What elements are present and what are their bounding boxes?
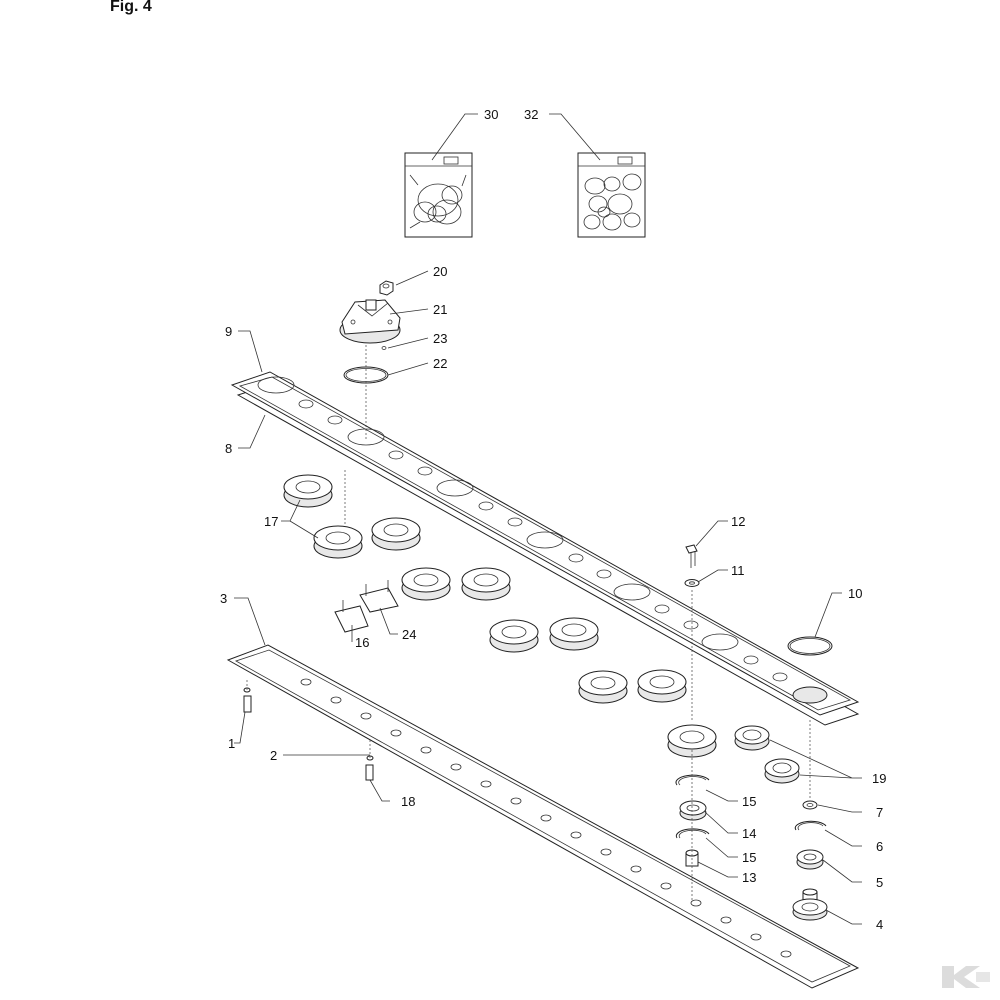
gear <box>461 567 511 601</box>
plug-18 <box>365 764 374 781</box>
gear <box>401 567 451 601</box>
callout-11: 11 <box>731 563 745 578</box>
callout-2: 2 <box>270 748 277 763</box>
callout-24: 24 <box>402 627 416 642</box>
pinion-4 <box>792 888 828 921</box>
gear <box>578 670 628 704</box>
nut-20 <box>379 280 394 296</box>
callout-21: 21 <box>433 302 447 317</box>
callout-15a: 15 <box>742 794 756 809</box>
callout-9: 9 <box>225 324 232 339</box>
bracket-16 <box>334 600 369 633</box>
gear-set-17 <box>283 474 717 758</box>
callout-1: 1 <box>228 736 235 751</box>
hub-21 <box>339 299 401 344</box>
washer-11 <box>684 579 700 587</box>
bearing-14 <box>679 800 707 821</box>
gear <box>371 517 421 551</box>
callout-14: 14 <box>742 826 756 841</box>
callout-5: 5 <box>876 875 883 890</box>
callout-20: 20 <box>433 264 447 279</box>
gear <box>313 525 363 559</box>
nut-7 <box>802 800 818 810</box>
callout-6: 6 <box>876 839 883 854</box>
circlip-15a <box>675 774 710 786</box>
gear <box>283 474 333 508</box>
bottom-plate-3 <box>226 644 860 989</box>
callout-labels: 1 2 3 4 5 6 7 8 9 10 11 12 13 14 15 15 1… <box>220 107 886 932</box>
callout-15b: 15 <box>742 850 756 865</box>
o-ring-23 <box>381 346 387 350</box>
leader-lines <box>234 113 862 925</box>
callout-4: 4 <box>876 917 883 932</box>
callout-12: 12 <box>731 514 745 529</box>
gear <box>667 724 717 758</box>
callout-3: 3 <box>220 591 227 606</box>
brand-watermark-icon <box>942 966 990 988</box>
bracket-24 <box>359 580 399 613</box>
gear <box>489 619 539 653</box>
seal-kit-bag-30 <box>404 152 473 238</box>
seal-ring-10 <box>787 636 833 656</box>
callout-22: 22 <box>433 356 447 371</box>
axis-lines <box>246 345 811 900</box>
callout-10: 10 <box>848 586 862 601</box>
callout-30: 30 <box>484 107 498 122</box>
gear <box>549 617 599 651</box>
callout-8: 8 <box>225 441 232 456</box>
callout-19: 19 <box>872 771 886 786</box>
plug-1 <box>243 687 252 713</box>
gear <box>637 669 687 703</box>
circlip-6 <box>794 820 827 831</box>
circlip-15b <box>675 828 710 839</box>
callout-23: 23 <box>433 331 447 346</box>
callout-16: 16 <box>355 635 369 650</box>
callout-17: 17 <box>264 514 278 529</box>
bearings-19 <box>734 725 800 784</box>
bearing-5 <box>796 849 824 870</box>
callout-18: 18 <box>401 794 415 809</box>
callout-7: 7 <box>876 805 883 820</box>
bolt-12 <box>685 544 698 568</box>
figure-title: Fig. 4 <box>110 0 152 15</box>
seal-kit-bag-32 <box>577 152 646 238</box>
callout-13: 13 <box>742 870 756 885</box>
callout-32: 32 <box>524 107 538 122</box>
